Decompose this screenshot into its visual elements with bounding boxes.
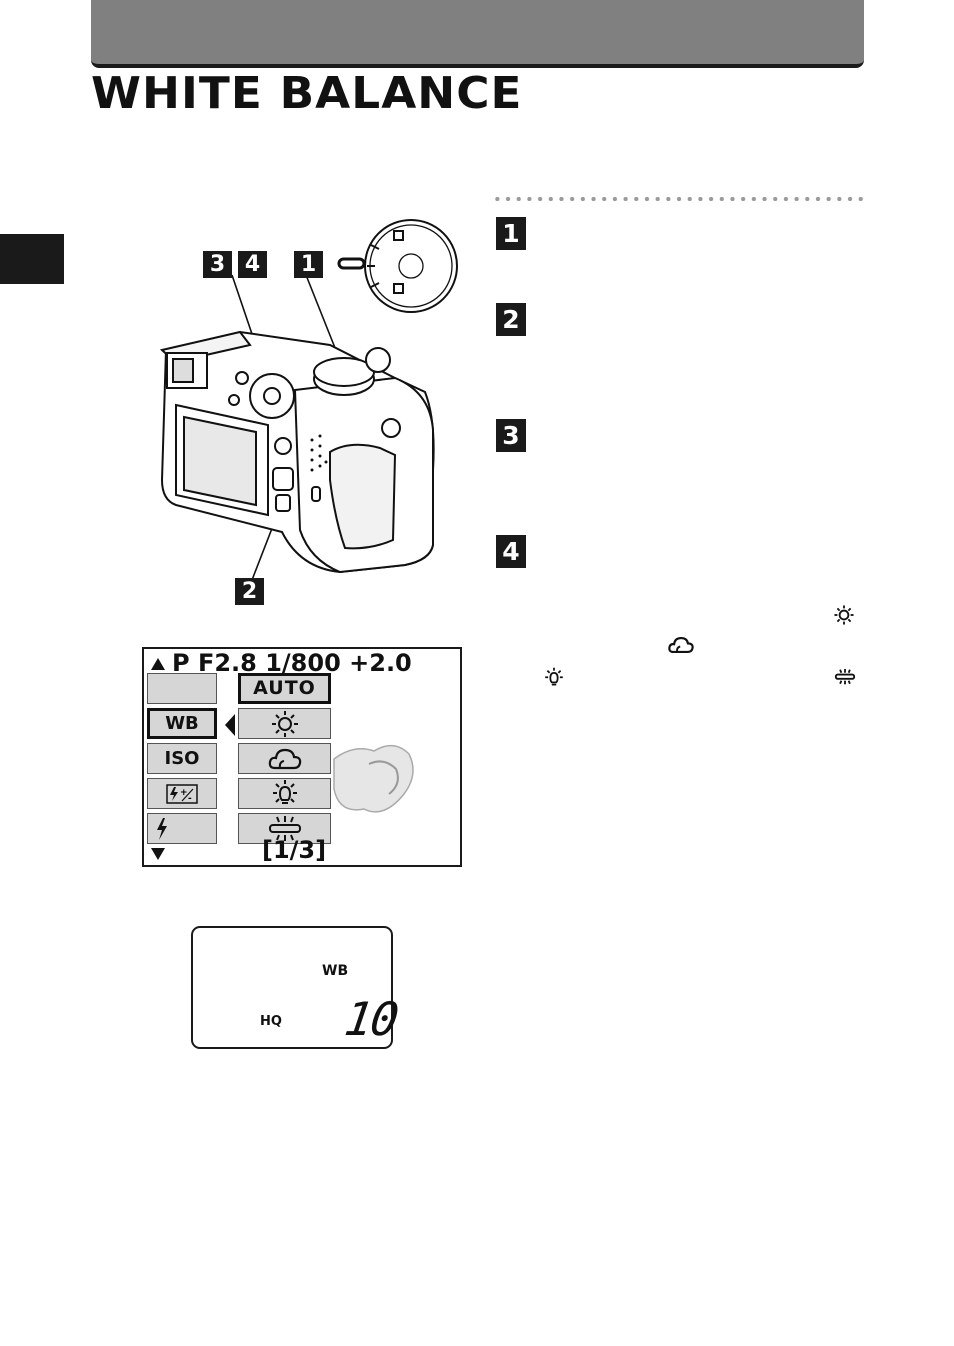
menu-tab-blank[interactable]: [147, 673, 217, 704]
wb-option-sunny[interactable]: [238, 708, 331, 739]
callout-1: 1: [294, 251, 323, 278]
mode-dial-icon: [364, 219, 458, 313]
wb-option-tungsten[interactable]: [238, 778, 331, 809]
dotted-divider: [492, 197, 866, 201]
dial-mark-icon: [337, 257, 366, 270]
menu-tab-iso[interactable]: ISO: [147, 743, 217, 774]
fluorescent-icon: [834, 669, 856, 685]
tungsten-icon: [272, 780, 297, 804]
step-2-marker: 2: [496, 303, 526, 336]
page-indicator: [1/3]: [262, 836, 327, 864]
flash-icon: [157, 818, 167, 840]
frame-counter: 10: [341, 992, 401, 1046]
page-title: WHITE BALANCE: [91, 68, 523, 119]
svg-text:+: +: [180, 788, 188, 798]
flash-compensation-icon: + -: [166, 784, 198, 804]
step-4-marker: 4: [496, 535, 526, 568]
triangle-up-icon: [151, 658, 165, 670]
triangle-down-icon: [151, 848, 165, 860]
exposure-info: P F2.8 1/800 +2.0: [172, 649, 412, 677]
fluorescent-icon: [268, 816, 301, 841]
camera-illustration: [159, 219, 458, 581]
header-bar: [91, 0, 864, 68]
step-3-marker: 3: [496, 419, 526, 452]
wb-option-fluorescent[interactable]: [238, 813, 331, 844]
blurred-subject-image: [333, 745, 414, 813]
control-panel-display: WB HQ 10: [191, 926, 400, 1049]
sun-icon: [271, 711, 298, 737]
tungsten-icon: [545, 667, 563, 686]
menu-tab-wb[interactable]: WB: [147, 708, 217, 739]
quality-indicator: HQ: [260, 1014, 282, 1029]
wb-option-auto[interactable]: AUTO: [238, 673, 331, 704]
selection-pointer-icon: [225, 714, 235, 736]
cloud-icon: [268, 748, 301, 770]
svg-text:-: -: [188, 794, 192, 804]
callout-3: 3: [203, 251, 232, 278]
wb-indicator: WB: [322, 963, 349, 979]
wb-option-cloudy[interactable]: [238, 743, 331, 774]
callout-4: 4: [238, 251, 267, 278]
step-1-marker: 1: [496, 217, 526, 250]
cloud-icon: [668, 636, 694, 653]
lcd-menu-screen: P F2.8 1/800 +2.0 WB ISO + - AUTO: [142, 647, 462, 867]
chapter-tab: [0, 234, 64, 284]
callout-2: 2: [235, 578, 264, 605]
menu-tab-flash[interactable]: [147, 813, 217, 844]
menu-tab-flash-compensation[interactable]: + -: [147, 778, 217, 809]
sun-icon: [834, 605, 854, 625]
